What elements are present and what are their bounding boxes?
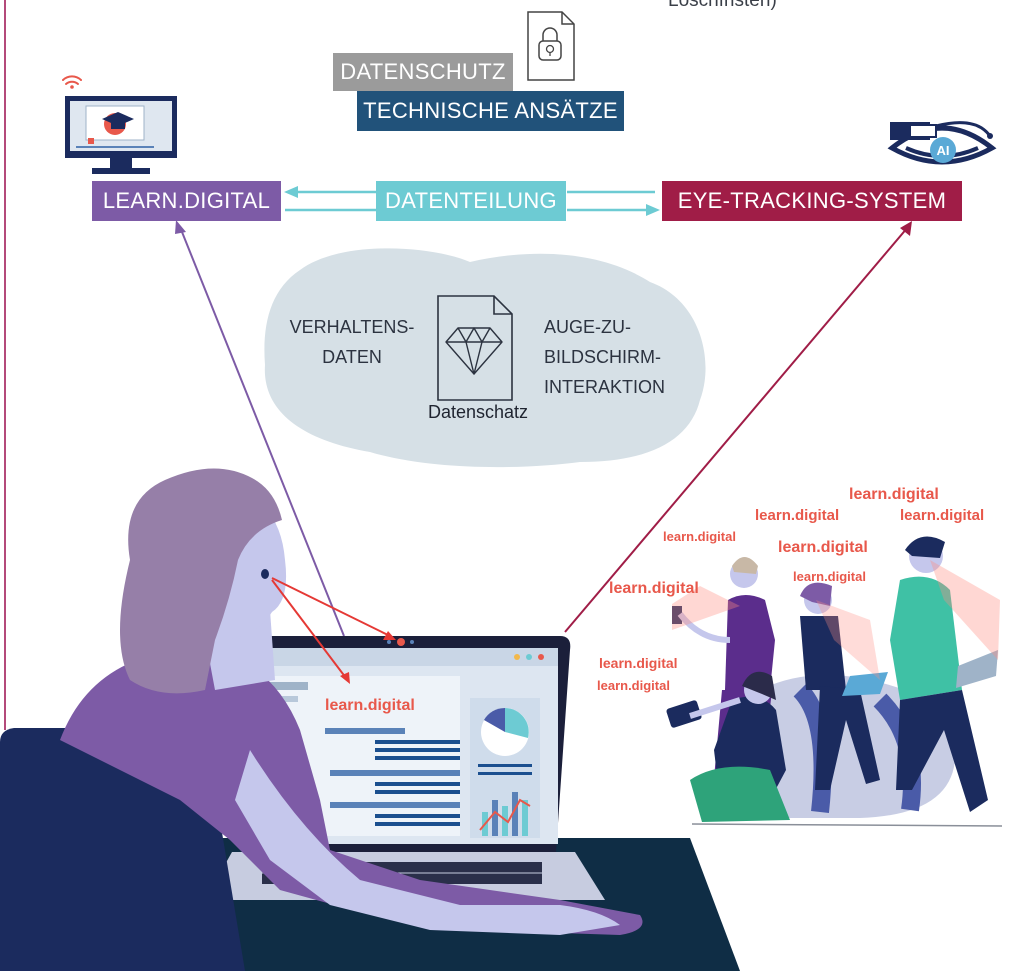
- cloud-left-line2: DATEN: [322, 347, 382, 367]
- floating-label-9: learn.digital: [597, 678, 670, 693]
- datenteilung-label: DATENTEILUNG: [376, 181, 566, 221]
- diamond-document-icon: [437, 295, 513, 401]
- floating-label-6: learn.digital: [793, 569, 866, 584]
- floating-label-5: learn.digital: [778, 539, 868, 556]
- floating-label-1: learn.digital: [849, 486, 939, 503]
- cloud-left-text: VERHALTENS- DATEN: [282, 312, 422, 372]
- cloud-caption: Datenschatz: [427, 402, 529, 422]
- eye-ai-icon: AI: [887, 121, 997, 165]
- datenschutz-label: DATENSCHUTZ: [333, 53, 513, 91]
- top-cut-text: Löschfristen): [668, 0, 777, 11]
- eye-tracking-label: EYE-TRACKING-SYSTEM: [662, 181, 962, 221]
- floating-label-8: learn.digital: [599, 655, 678, 671]
- cloud-right-text: AUGE-ZU- BILDSCHIRM- INTERAKTION: [530, 312, 680, 402]
- cloud-right-line2: BILDSCHIRM-: [544, 347, 662, 367]
- lock-document-icon: [527, 11, 575, 81]
- technische-ansaetze-label: TECHNISCHE ANSÄTZE: [357, 91, 624, 131]
- monitor-icon: [62, 75, 177, 174]
- cloud-right-line1: AUGE-ZU-: [544, 317, 631, 337]
- floating-label-7: learn.digital: [609, 580, 699, 597]
- learn-digital-label: LEARN.DIGITAL: [92, 181, 281, 221]
- cloud-left-line1: VERHALTENS-: [289, 317, 415, 337]
- floating-label-2: learn.digital: [755, 507, 840, 524]
- ai-badge: AI: [937, 143, 950, 158]
- floating-label-3: learn.digital: [900, 507, 985, 524]
- screen-learn-digital: learn.digital: [325, 697, 415, 714]
- floating-label-4: learn.digital: [663, 529, 736, 544]
- cloud-right-line3: INTERAKTION: [544, 377, 666, 397]
